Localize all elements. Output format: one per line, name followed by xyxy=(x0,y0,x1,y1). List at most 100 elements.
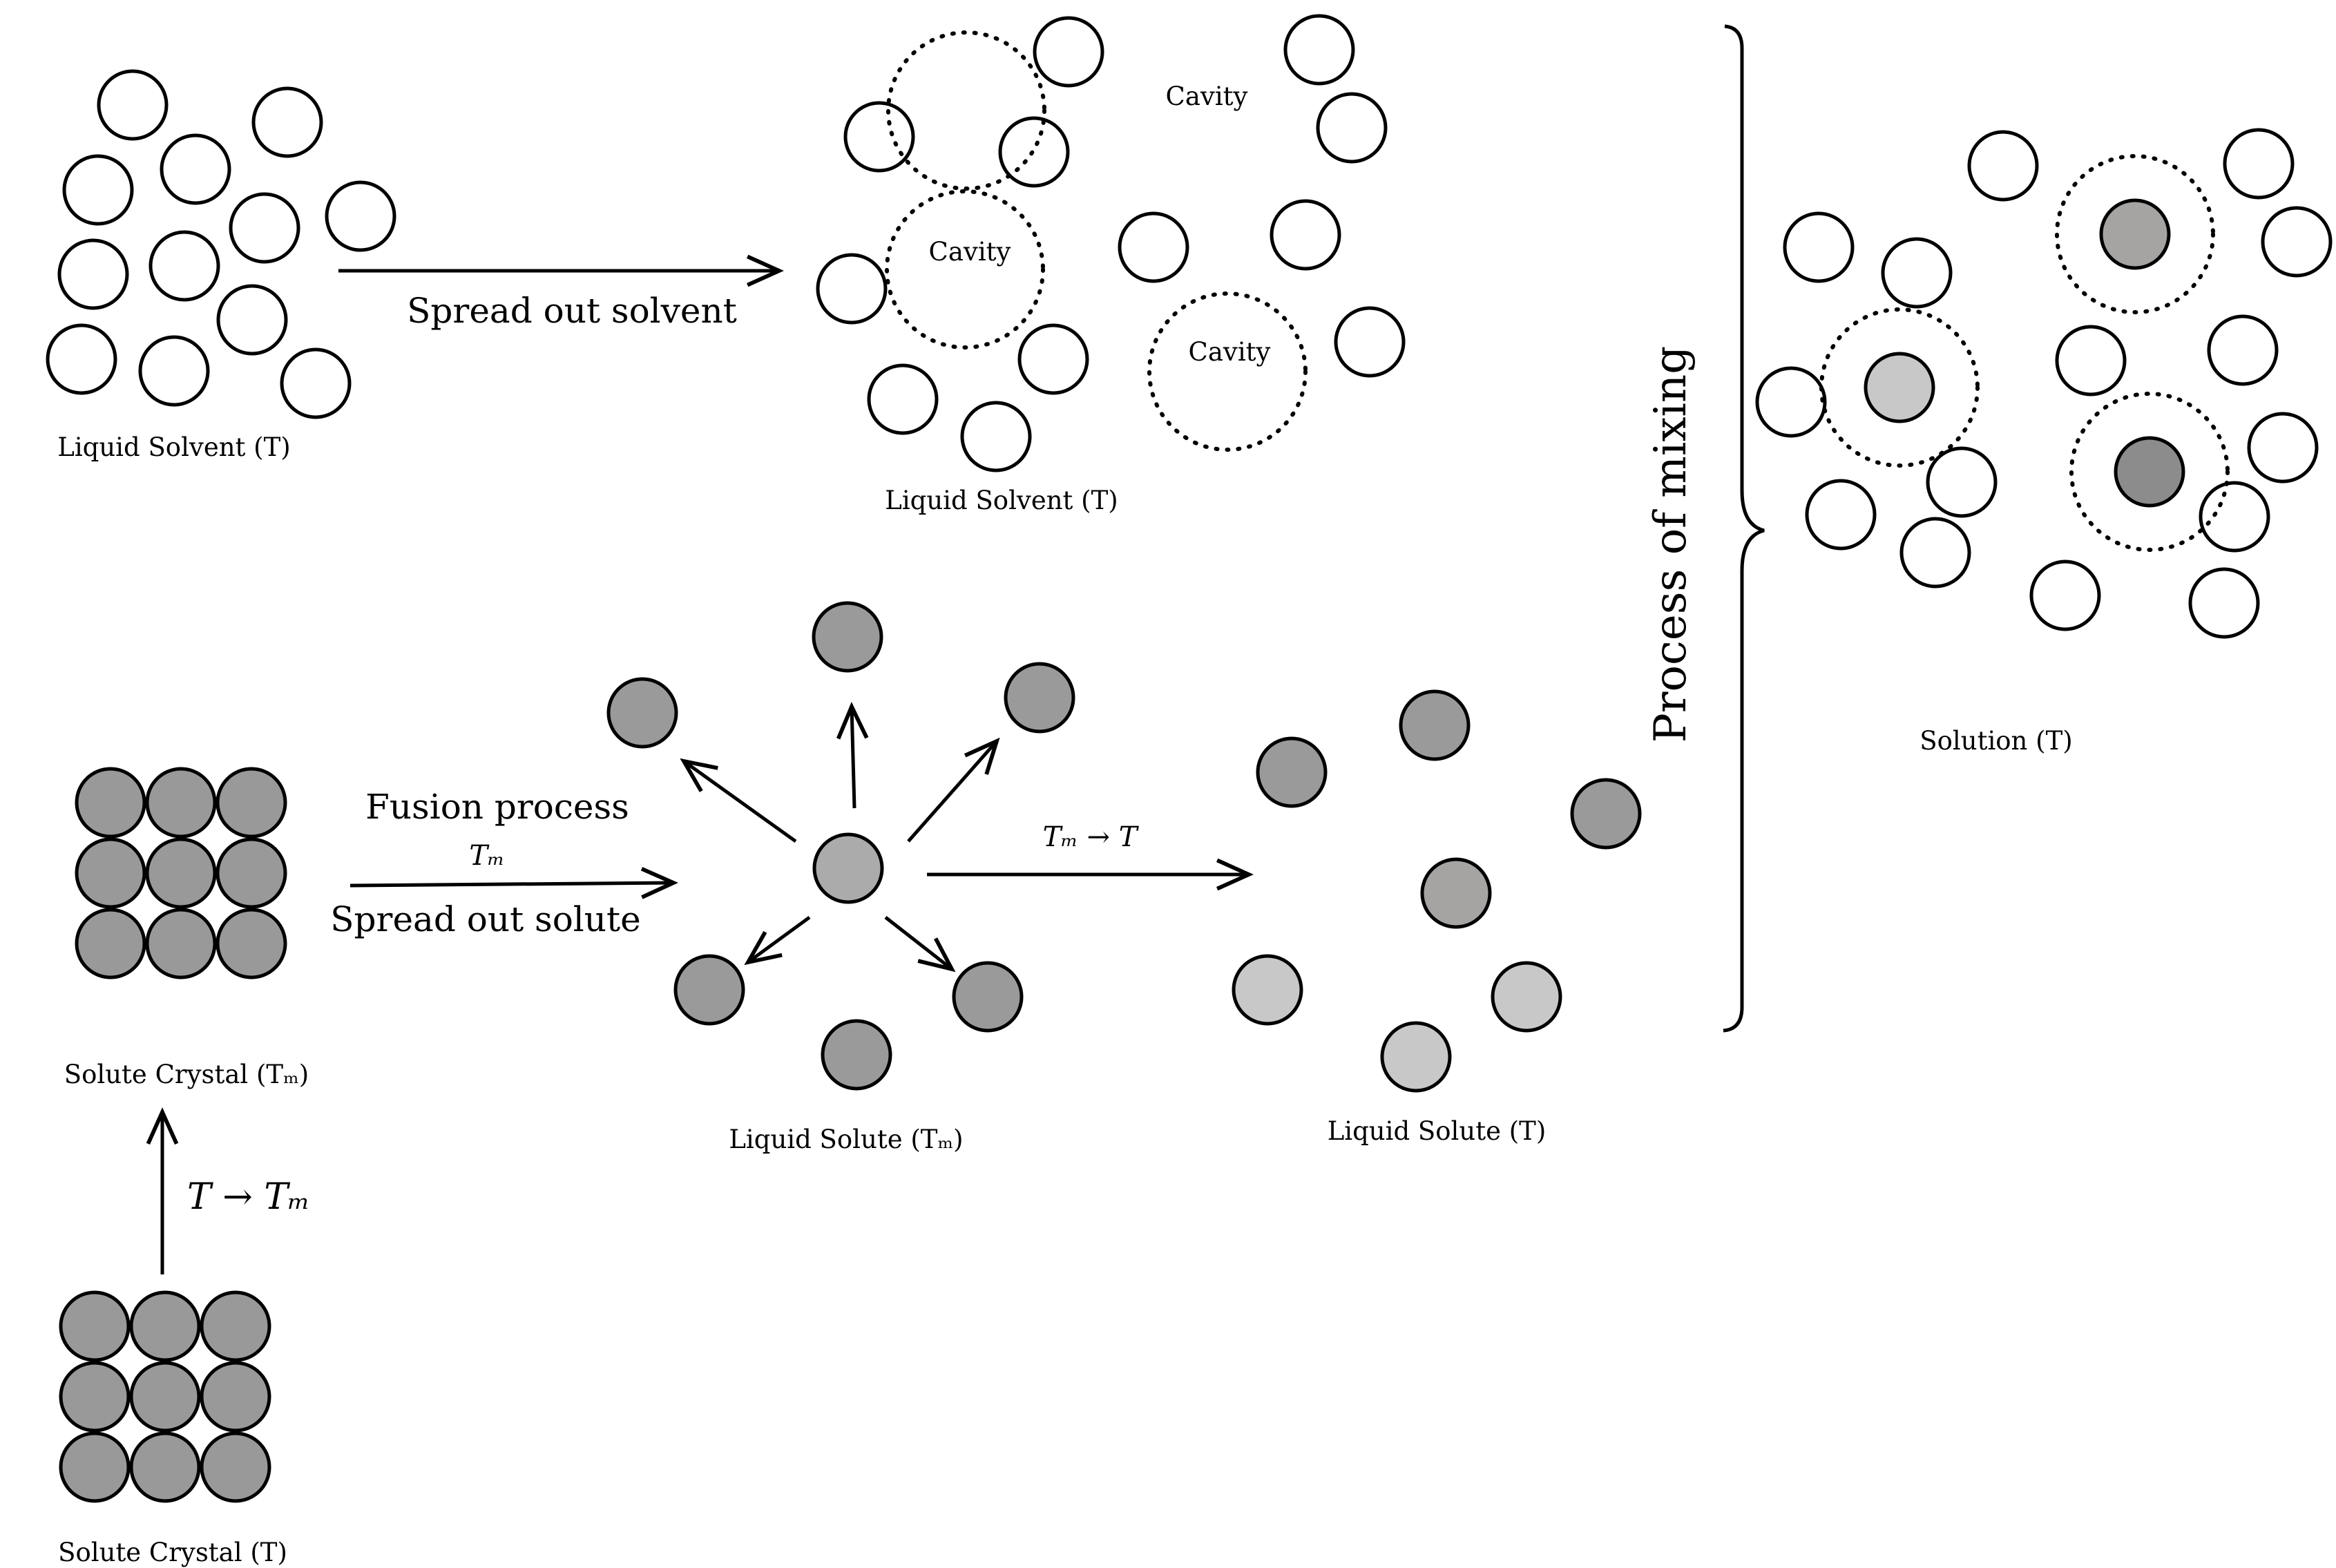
spread-out-solvent-label: Spread out solvent xyxy=(407,291,737,331)
solute-molecule xyxy=(200,1361,271,1433)
radial-arrow xyxy=(852,707,854,809)
solvent-molecule xyxy=(57,238,129,310)
solvent-molecule xyxy=(46,323,117,395)
tm-to-t-label: Tₘ → T xyxy=(1043,821,1140,853)
solvent-molecule xyxy=(2223,128,2295,200)
cavity-circle xyxy=(885,189,1045,350)
solvent-molecule xyxy=(97,69,169,141)
solvent-molecule xyxy=(1967,130,2039,202)
solvation-shell xyxy=(2055,154,2215,314)
tm-label: Tₘ xyxy=(469,840,504,872)
solute-molecule xyxy=(812,601,883,673)
liquid-solute-t-cluster xyxy=(1232,689,1642,1093)
solvent-molecule xyxy=(280,347,352,419)
t-to-tm-label: T → Tₘ xyxy=(187,1176,310,1218)
radial-arrow xyxy=(884,916,952,969)
solute-molecule xyxy=(75,767,146,839)
solute-molecule xyxy=(1256,736,1328,808)
solvent-molecule xyxy=(2261,206,2333,278)
solution-cluster xyxy=(1755,128,2333,639)
solvent-molecule xyxy=(843,101,915,173)
solution-label: Solution (T) xyxy=(1919,726,2072,756)
spread-out-solute-label: Spread out solute xyxy=(330,899,640,939)
solute-molecule xyxy=(1420,857,1492,929)
solute-crystal-tm xyxy=(75,767,287,979)
solute-molecule xyxy=(606,677,678,749)
solvent-molecule xyxy=(138,335,210,407)
solute-molecule xyxy=(1864,352,1935,423)
solvation-shell-group xyxy=(1819,154,2230,552)
solvent-molecule xyxy=(1881,237,1953,309)
solute-molecule xyxy=(145,908,217,979)
solute-molecule xyxy=(59,1290,131,1362)
solute-molecule xyxy=(145,837,217,909)
solute-molecule xyxy=(821,1019,892,1091)
solvation-shell xyxy=(2069,392,2230,552)
solvent-molecule xyxy=(1783,211,1855,283)
solvent-molecule xyxy=(2207,314,2279,386)
solvent-molecule xyxy=(149,230,220,302)
solvent-molecule xyxy=(2199,481,2270,553)
solvent-molecule xyxy=(1334,306,1406,378)
solute-molecule xyxy=(1399,689,1471,761)
solute-molecule xyxy=(1491,961,1562,1033)
solvent-molecule xyxy=(2029,560,2101,631)
solvent-molecule xyxy=(2188,567,2260,639)
liquid-solvent-cluster-left xyxy=(46,69,396,419)
fusion-process-label: Fusion process xyxy=(365,787,629,827)
solvent-molecule xyxy=(216,284,288,356)
solvent-molecule xyxy=(1899,517,1971,589)
mixing-brace xyxy=(1723,24,1765,1033)
solvent-molecule xyxy=(1926,446,1998,518)
solute-molecule xyxy=(216,767,287,839)
liquid-solvent-cluster-right xyxy=(816,14,1406,472)
solute-molecule xyxy=(1380,1021,1452,1093)
cavity-group xyxy=(885,30,1308,452)
solvent-molecule xyxy=(2055,325,2127,396)
solute-molecule xyxy=(952,961,1024,1033)
solute-molecule xyxy=(75,837,146,909)
radial-arrow xyxy=(907,741,997,843)
liquid-solvent-label-right: Liquid Solvent (T) xyxy=(885,486,1118,515)
solvent-molecule xyxy=(2247,412,2319,484)
solvent-molecule xyxy=(867,363,939,435)
solute-molecule xyxy=(129,1290,201,1362)
solvent-molecule xyxy=(229,192,300,264)
solute-crystal-tm-label: Solute Crystal (Tₘ) xyxy=(64,1060,309,1089)
solvent-molecule xyxy=(1118,211,1189,283)
liquid-solvent-label-left: Liquid Solvent (T) xyxy=(57,432,290,462)
solvent-molecule xyxy=(1017,323,1089,395)
solute-molecule xyxy=(673,954,745,1026)
cavity-circle xyxy=(1147,291,1308,452)
solute-molecule xyxy=(200,1290,271,1362)
process-of-mixing-label: Process of mixing xyxy=(1645,346,1696,743)
solute-molecule xyxy=(2099,198,2171,270)
solvent-molecule xyxy=(1033,16,1104,88)
cavity-label: Cavity xyxy=(929,237,1011,267)
solute-molecule xyxy=(59,1361,131,1433)
cavity-label: Cavity xyxy=(1189,337,1271,367)
solvent-molecule xyxy=(160,133,231,205)
solvent-molecule xyxy=(1270,199,1341,271)
solute-crystal-t-label: Solute Crystal (T) xyxy=(58,1538,287,1567)
solute-molecule xyxy=(129,1361,201,1433)
radial-arrow xyxy=(684,761,797,843)
radial-arrows xyxy=(684,707,997,969)
solute-molecule xyxy=(216,908,287,979)
liquid-solute-tm-cluster xyxy=(606,601,1075,1091)
liquid-solute-tm-label: Liquid Solute (Tₘ) xyxy=(729,1125,963,1154)
solute-molecule xyxy=(129,1431,201,1503)
solvent-molecule xyxy=(1316,92,1388,164)
solvent-molecule xyxy=(816,253,888,325)
solute-molecule xyxy=(75,908,146,979)
solute-molecule xyxy=(59,1431,131,1503)
radial-arrow xyxy=(748,915,811,962)
cavity-label: Cavity xyxy=(1166,82,1248,111)
solute-molecule xyxy=(200,1431,271,1503)
solute-molecule xyxy=(1004,662,1075,734)
solvation-shell xyxy=(1819,307,1980,468)
cavity-circle xyxy=(886,30,1046,191)
solute-molecule xyxy=(2114,436,2185,508)
solute-molecule xyxy=(812,832,884,904)
